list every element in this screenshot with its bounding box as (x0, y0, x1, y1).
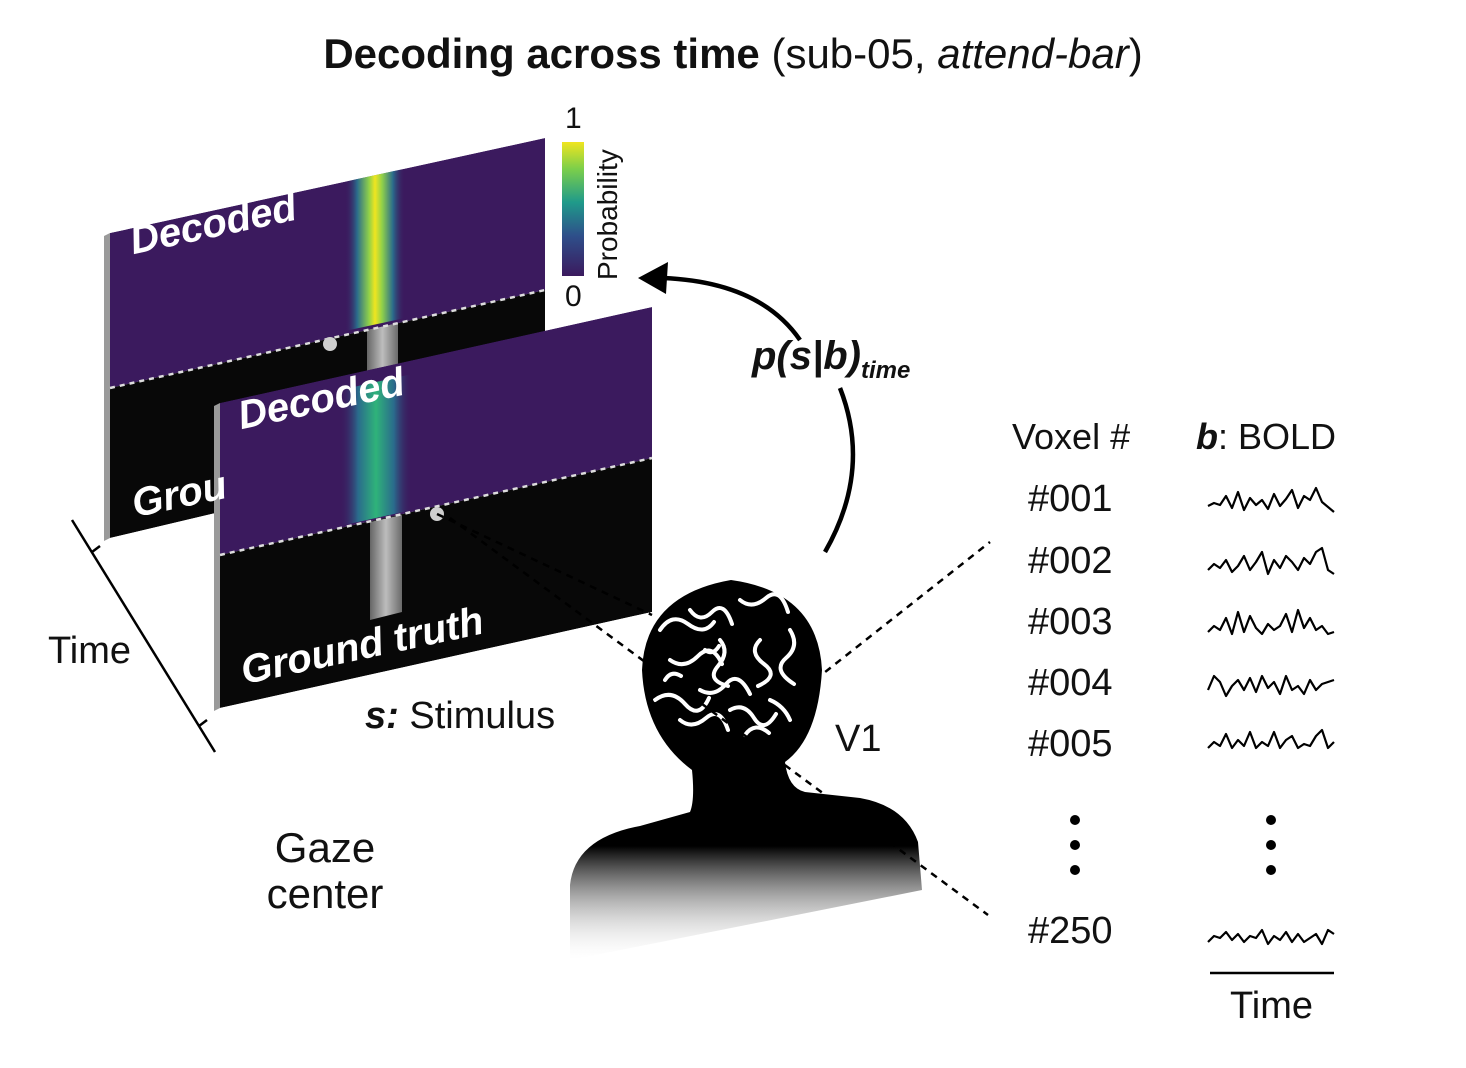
bold-traces (1206, 486, 1335, 946)
bold-trace-003 (1207, 608, 1335, 636)
back-decoded-area (110, 138, 545, 388)
bold-header-symbol: b (1196, 416, 1218, 457)
stimulus-symbol: s: (365, 695, 399, 737)
colorbar (562, 142, 584, 276)
bold-header-text: : BOLD (1218, 416, 1337, 457)
bold-header: b: BOLD (1196, 416, 1336, 458)
time-axis-label: Time (48, 630, 132, 672)
voxel-id-002: #002 (1028, 540, 1113, 582)
v1-label: V1 (835, 718, 882, 760)
front-decoded-area (220, 307, 652, 555)
voxel-id-250: #250 (1028, 910, 1113, 952)
voxel-id-001: #001 (1028, 478, 1113, 520)
voxel-id-004: #004 (1028, 662, 1113, 704)
voxel-id-005: #005 (1028, 723, 1113, 765)
decoding-arrow (662, 275, 856, 554)
bold-trace-005 (1207, 728, 1335, 750)
back-decoded-beam (345, 168, 405, 331)
title-bold: Decoding across time (323, 30, 760, 77)
bold-trace-002 (1207, 546, 1335, 576)
bold-trace-250 (1207, 928, 1335, 946)
colorbar-max-label: 1 (565, 102, 582, 135)
front-truth-area (220, 458, 652, 708)
stimulus-label: s: Stimulus (365, 695, 555, 738)
stimulus-text: Stimulus (409, 695, 556, 737)
title-subject: sub-05, (785, 30, 926, 77)
arrow-label-subscript: time (860, 357, 911, 384)
colorbar-title: Probability (592, 149, 623, 280)
brain-folds (653, 592, 797, 737)
title-condition: attend-bar (937, 30, 1129, 77)
projection-lines (436, 512, 991, 917)
front-stimulus-bar (370, 515, 402, 620)
colorbar-min-label: 0 (565, 280, 582, 313)
gaze-line-2: center (266, 870, 384, 917)
gaze-center-label: Gaze center (225, 825, 425, 917)
arrow-label: p(s|b)time (752, 334, 910, 385)
voxel-header: Voxel # (1012, 416, 1131, 457)
gaze-line-1: Gaze (274, 824, 376, 871)
time-axis (70, 519, 217, 753)
bold-trace-001 (1207, 486, 1335, 513)
voxel-id-003: #003 (1028, 601, 1113, 643)
bold-trace-004 (1206, 674, 1335, 698)
arrow-label-main: p(s|b) (752, 334, 861, 378)
front-panel (214, 307, 653, 711)
ellipsis-dots (1070, 815, 1276, 875)
bold-time-label: Time (1230, 985, 1314, 1027)
title-paren-open: ( (771, 30, 786, 77)
head-silhouette (570, 580, 922, 960)
arrow-head (638, 262, 668, 294)
front-decoded-beam (340, 374, 412, 526)
title-paren-close: ) (1128, 30, 1143, 77)
figure-title: Decoding across time (sub-05, attend-bar… (0, 30, 1466, 78)
back-gaze-dot (323, 337, 337, 351)
